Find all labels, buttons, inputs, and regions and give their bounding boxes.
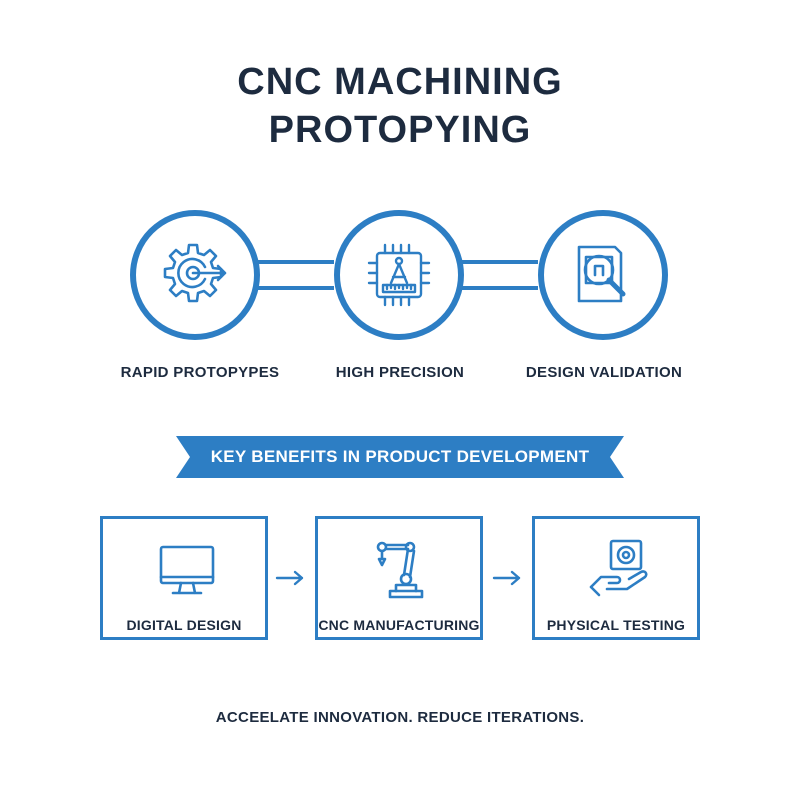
page-title: CNC MACHINING PROTOPYING <box>0 58 800 154</box>
banner-ribbon-shape <box>176 436 624 478</box>
feature-label-high-precision: HIGH PRECISION <box>335 364 465 381</box>
arrow-right-icon <box>275 570 304 586</box>
feature-label-rapid-prototypes: RAPID PROTOPYPES <box>120 364 280 381</box>
robotic-arm-icon <box>376 541 424 599</box>
chip-compass-icon <box>367 243 431 307</box>
feature-circle-rapid-prototypes <box>130 210 260 340</box>
arrow-right-icon <box>492 570 521 586</box>
monitor-icon <box>159 545 215 595</box>
step-label-digital-design: DIGITAL DESIGN <box>126 617 242 633</box>
connector-1-2 <box>258 260 334 290</box>
hand-holding-part-icon <box>589 539 648 597</box>
key-benefits-banner: KEY BENEFITS IN PRODUCT DEVELOPMENT <box>176 436 624 478</box>
feature-label-design-validation: DESIGN VALIDATION <box>525 364 683 381</box>
title-line-1: CNC MACHINING <box>237 61 563 103</box>
feature-circle-design-validation <box>538 210 668 340</box>
feature-circle-high-precision <box>334 210 464 340</box>
banner-text: KEY BENEFITS IN PRODUCT DEVELOPMENT <box>210 447 590 466</box>
connector-2-3 <box>462 260 538 290</box>
step-box-digital-design: DIGITAL DESIGN <box>100 516 268 640</box>
title-line-2: PROTOPYING <box>268 109 532 151</box>
gear-arrow-icon <box>163 243 227 303</box>
document-magnifier-icon <box>577 245 626 303</box>
step-label-cnc-manufacturing: CNC MANUFACTURING <box>318 617 480 633</box>
step-box-cnc-manufacturing: CNC MANUFACTURING <box>315 516 483 640</box>
tagline: ACCEELATE INNOVATION. REDUCE ITERATIONS. <box>215 709 585 726</box>
step-label-physical-testing: PHYSICAL TESTING <box>546 617 686 633</box>
step-box-physical-testing: PHYSICAL TESTING <box>532 516 700 640</box>
